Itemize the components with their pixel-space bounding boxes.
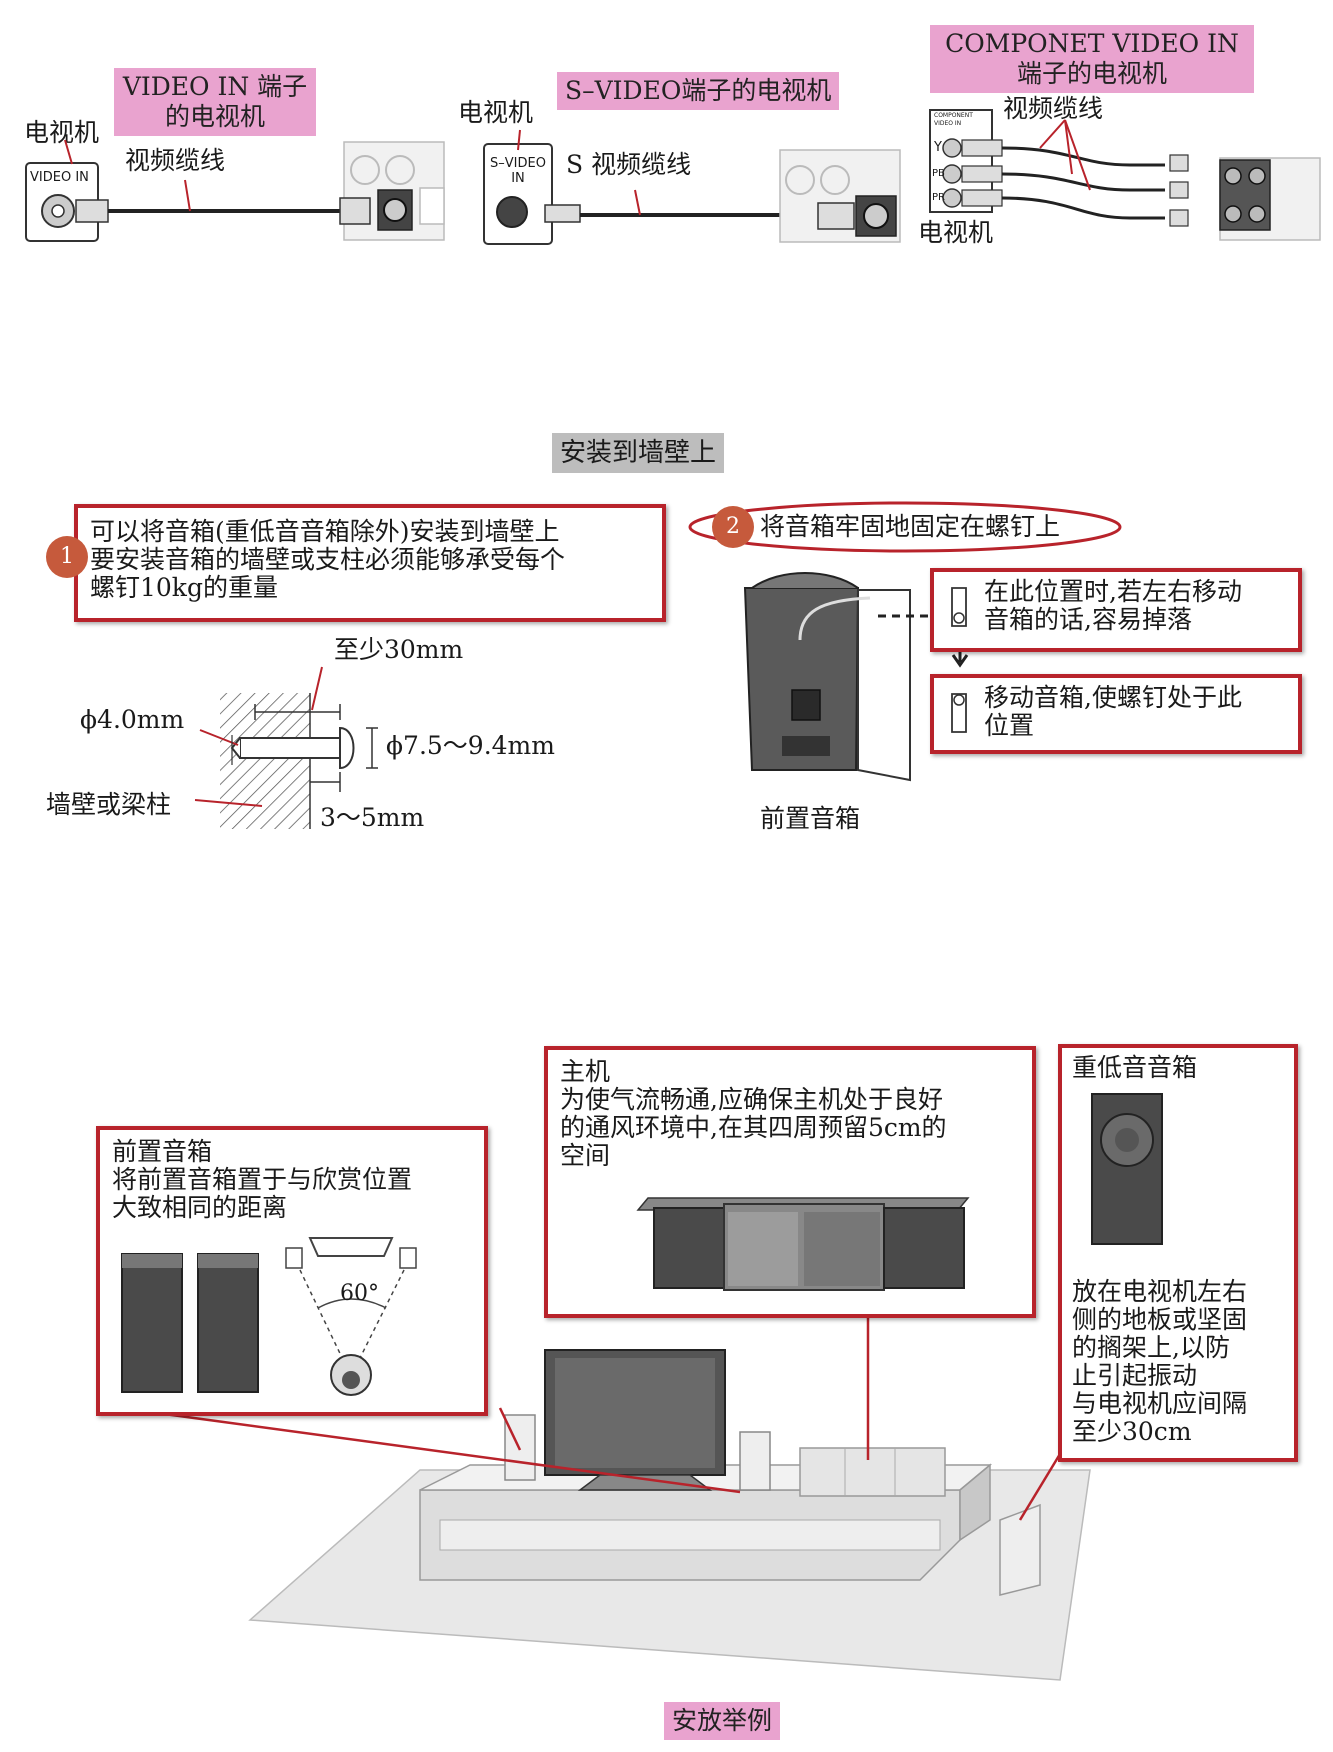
step1-text: 可以将音箱(重低音音箱除外)安装到墙壁上 要安装音箱的墙壁或支柱必须能够承受每个…	[90, 517, 566, 602]
placement-caption: 安放举例	[664, 1702, 781, 1740]
protrusion-label: 3～5mm	[320, 803, 425, 832]
step2-text: 将音箱牢固地固定在螺钉上	[760, 512, 1061, 541]
component-cable-label: 视频缆线	[1003, 94, 1104, 123]
main-unit-illustration	[636, 1197, 970, 1291]
front-speakers-text: 前置音箱 将前置音箱置于与欣赏位置 大致相同的距离	[112, 1137, 413, 1222]
video-in-port-label: VIDEO IN	[30, 170, 89, 185]
component-port-label: COMPONENT VIDEO IN	[934, 112, 973, 127]
step2-number: 2	[712, 506, 754, 548]
s-video-tv-text: 电视机	[458, 98, 534, 127]
head-diameter-label: ϕ7.5～9.4mm	[386, 731, 555, 760]
front-speaker-caption: 前置音箱	[760, 804, 861, 833]
cable-label: 视频缆线	[125, 146, 226, 175]
component-tv-text: 电视机	[918, 218, 994, 247]
instruction-text: 移动音箱,使螺钉处于此 位置	[984, 683, 1242, 740]
s-video-cable-label: S 视频缆线	[566, 150, 692, 179]
subwoofer-text: 放在电视机左右 侧的地板或坚固 的搁架上,以防 止引起振动 与电视机应间隔 至少…	[1072, 1277, 1248, 1446]
screw-keyhole-icon-2	[951, 693, 967, 733]
min-depth-label: 至少30mm	[334, 635, 464, 664]
subwoofer-illustration	[1091, 1093, 1163, 1245]
tv-label: 电视机	[24, 118, 100, 147]
warning-text: 在此位置时,若左右移动 音箱的话,容易掉落	[984, 577, 1242, 634]
wall-mount-title: 安装到墙壁上	[552, 433, 725, 473]
wall-label: 墙壁或梁柱	[46, 790, 172, 819]
step1-box: 可以将音箱(重低音音箱除外)安装到墙壁上 要安装音箱的墙壁或支柱必须能够承受每个…	[74, 504, 666, 622]
main-unit-box: 主机 为使气流畅通,应确保主机处于良好 的通风环境中,在其四周预留5cm的 空间	[544, 1046, 1036, 1318]
instruction-box: 移动音箱,使螺钉处于此 位置	[930, 674, 1302, 754]
component-tv-label: COMPONET VIDEO IN 端子的电视机	[930, 25, 1254, 93]
step1-number: 1	[46, 536, 88, 578]
video-cable-diagram	[25, 109, 1321, 245]
s-video-port-label: S–VIDEO IN	[490, 156, 546, 186]
video-in-tv-label: VIDEO IN 端子 的电视机	[114, 68, 316, 136]
screw-diameter-label: ϕ4.0mm	[80, 705, 185, 734]
front-speakers-box: 前置音箱 将前置音箱置于与欣赏位置 大致相同的距离 60°	[96, 1126, 488, 1416]
warning-box: 在此位置时,若左右移动 音箱的话,容易掉落	[930, 568, 1302, 652]
s-video-tv-label: S–VIDEO端子的电视机	[557, 72, 840, 110]
component-jack-pb: PB	[932, 168, 945, 179]
subwoofer-title: 重低音音箱	[1072, 1053, 1198, 1082]
component-jack-pr: PR	[932, 192, 945, 203]
screw-keyhole-icon	[951, 587, 967, 627]
component-jack-y: Y	[934, 140, 942, 155]
angle-label: 60°	[340, 1281, 379, 1306]
front-speakers-illustration	[121, 1237, 417, 1396]
subwoofer-box: 重低音音箱 放在电视机左右 侧的地板或坚固 的搁架上,以防 止引起振动 与电视机…	[1058, 1044, 1298, 1462]
main-unit-text: 主机 为使气流畅通,应确保主机处于良好 的通风环境中,在其四周预留5cm的 空间	[560, 1057, 947, 1170]
